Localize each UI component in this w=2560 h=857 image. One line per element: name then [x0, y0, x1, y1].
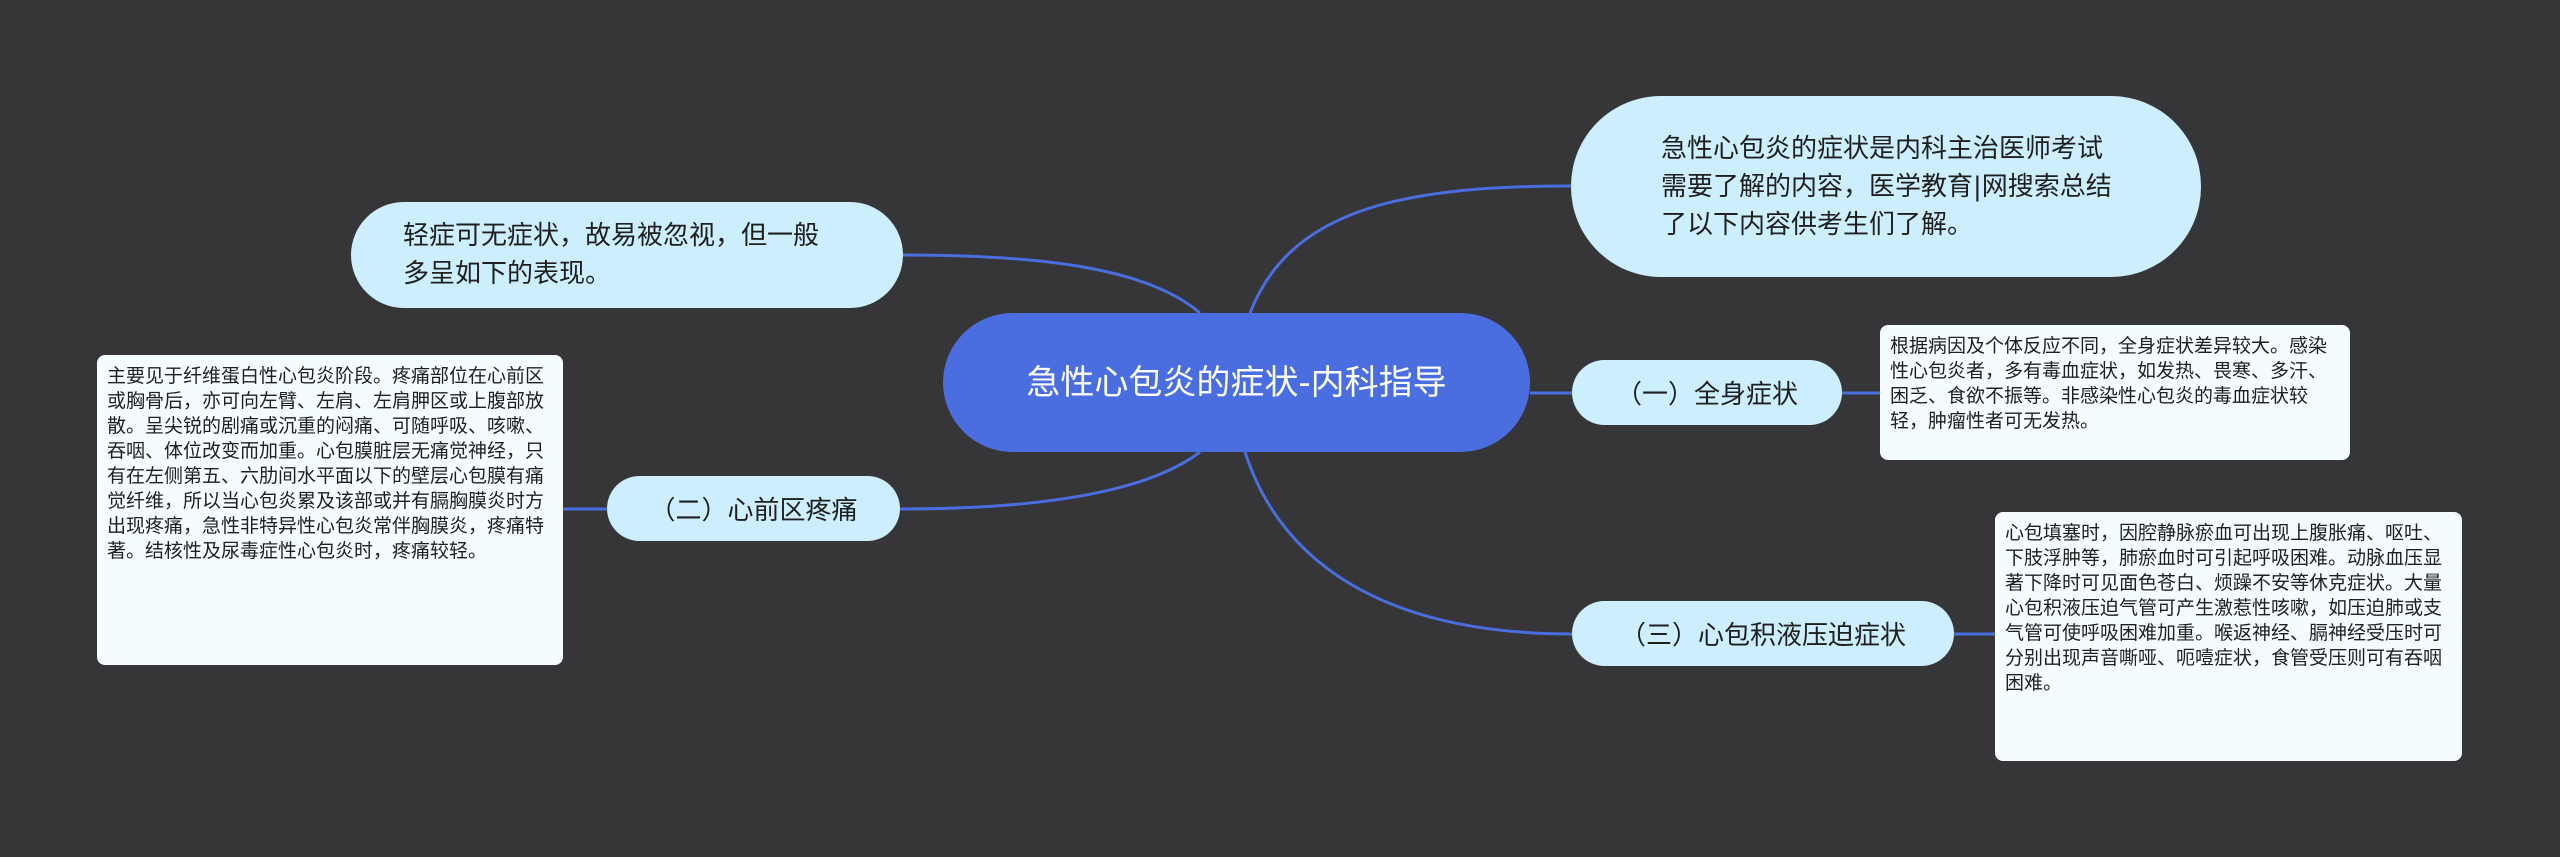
mild-symptoms-topic[interactable]: 轻症可无症状，故易被忽视，但一般多呈如下的表现。 — [351, 202, 903, 308]
connector-root-branch-2 — [899, 450, 1201, 511]
branch-precordial-pain[interactable]: （二）心前区疼痛 — [607, 476, 900, 541]
branch-effusion-compression[interactable]: （三）心包积液压迫症状 — [1572, 601, 1954, 666]
root-topic[interactable]: 急性心包炎的症状-内科指导 — [943, 313, 1530, 452]
branch-systemic-symptoms-label: （一）全身症状 — [1615, 380, 1798, 410]
connector-root-mild — [902, 253, 1201, 315]
connector-root-branch-3 — [1243, 451, 1573, 636]
mild-symptoms-text: 轻症可无症状，故易被忽视，但一般多呈如下的表现。 — [403, 221, 820, 289]
detail-effusion-compression[interactable]: 心包填塞时，因腔静脉瘀血可出现上腹胀痛、呕吐、下肢浮肿等，肺瘀血时可引起呼吸困难… — [1995, 512, 2462, 761]
detail-systemic-symptoms[interactable]: 根据病因及个体反应不同，全身症状差异较大。感染性心包炎者，多有毒血症状，如发热、… — [1880, 325, 2350, 460]
branch-precordial-pain-label: （二）心前区疼痛 — [649, 496, 858, 526]
root-topic-label: 急性心包炎的症状-内科指导 — [1026, 362, 1447, 403]
connector-root-intro — [1248, 184, 1572, 314]
detail-precordial-pain-text: 主要见于纤维蛋白性心包炎阶段。疼痛部位在心前区或胸骨后，亦可向左臂、左肩、左肩胛… — [107, 365, 545, 562]
branch-systemic-symptoms[interactable]: （一）全身症状 — [1572, 360, 1842, 425]
detail-systemic-symptoms-text: 根据病因及个体反应不同，全身症状差异较大。感染性心包炎者，多有毒血症状，如发热、… — [1890, 335, 2328, 432]
intro-topic-text: 急性心包炎的症状是内科主治医师考试需要了解的内容，医学教育|网搜索总结了以下内容… — [1661, 133, 2112, 240]
branch-effusion-compression-label: （三）心包积液压迫症状 — [1619, 621, 1906, 651]
detail-precordial-pain[interactable]: 主要见于纤维蛋白性心包炎阶段。疼痛部位在心前区或胸骨后，亦可向左臂、左肩、左肩胛… — [97, 355, 563, 665]
intro-topic[interactable]: 急性心包炎的症状是内科主治医师考试需要了解的内容，医学教育|网搜索总结了以下内容… — [1571, 96, 2201, 277]
detail-effusion-compression-text: 心包填塞时，因腔静脉瘀血可出现上腹胀痛、呕吐、下肢浮肿等，肺瘀血时可引起呼吸困难… — [2005, 522, 2443, 694]
